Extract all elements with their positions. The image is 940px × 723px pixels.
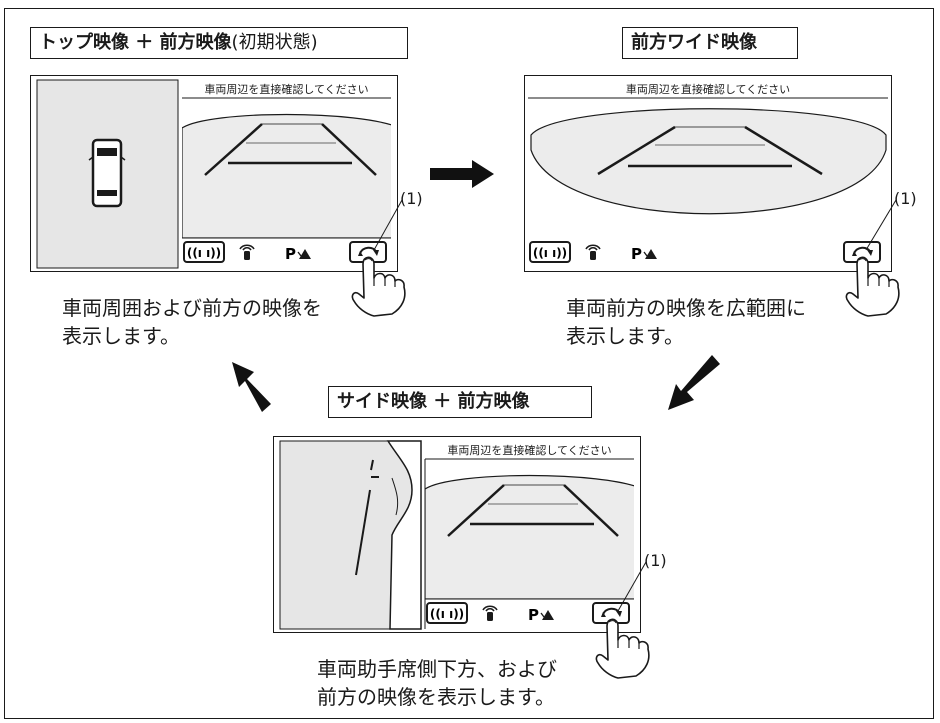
- panel-title-top-front-sub: (初期状態): [231, 32, 318, 53]
- guide-lines-wide: [597, 125, 823, 176]
- callout-label-side-front: (1): [644, 551, 667, 570]
- camera-view-front: [182, 113, 391, 238]
- panel-title-top-front-text: トップ映像 ＋ 前方映像: [39, 32, 232, 53]
- svg-text:P: P: [528, 606, 539, 624]
- callout-label-top-front: (1): [400, 189, 423, 208]
- tapping-hand-icon: [595, 618, 650, 679]
- description-top-front-line2: 表示します。: [62, 324, 180, 348]
- svg-text:P: P: [285, 245, 296, 263]
- parking-sensor-icon[interactable]: [585, 244, 601, 260]
- warning-text-side-front: 車両周辺を直接確認してください: [447, 444, 612, 457]
- description-top-front: 車両周囲および前方の映像を 表示します。: [62, 294, 322, 350]
- camera-view-front-c: [425, 474, 634, 599]
- description-side-front: 車両助手席側下方、および 前方の映像を表示します。: [317, 655, 557, 711]
- vehicle-top-icon: [88, 138, 126, 208]
- svg-text:P: P: [631, 245, 642, 263]
- guide-lines-c: [447, 484, 619, 537]
- park-assist-icon[interactable]: P: [528, 606, 554, 624]
- svg-text:((ı ı)): ((ı ı)): [187, 246, 221, 260]
- description-wide-front-line2: 表示します。: [566, 324, 684, 348]
- description-side-front-line1: 車両助手席側下方、および: [317, 657, 557, 681]
- tapping-hand-icon: [351, 256, 406, 317]
- panel-title-side-front-text: サイド映像 ＋ 前方映像: [337, 391, 530, 412]
- vehicle-side-body: [386, 440, 422, 630]
- description-wide-front-line1: 車両前方の映像を広範囲に: [566, 296, 806, 320]
- diagram-frame: [4, 8, 934, 719]
- sensor-waves-icon[interactable]: ((ı ı)): [529, 241, 571, 263]
- callout-leader-c: [617, 561, 647, 612]
- svg-text:((ı ı)): ((ı ı)): [533, 246, 567, 260]
- callout-label-wide-front: (1): [894, 189, 917, 208]
- arrow-right: [430, 160, 494, 188]
- svg-text:((ı ı)): ((ı ı)): [430, 607, 464, 621]
- description-wide-front: 車両前方の映像を広範囲に 表示します。: [566, 294, 806, 350]
- tapping-hand-icon: [845, 256, 900, 317]
- panel-title-wide-front: 前方ワイド映像: [622, 27, 798, 59]
- guide-lines: [204, 123, 377, 176]
- park-assist-icon[interactable]: P: [285, 245, 311, 263]
- sensor-waves-icon[interactable]: ((ı ı)): [183, 241, 225, 263]
- panel-title-wide-front-text: 前方ワイド映像: [631, 32, 757, 53]
- camera-view-wide: [530, 108, 887, 215]
- warning-text-top-front: 車両周辺を直接確認してください: [204, 83, 369, 96]
- panel-title-top-front: トップ映像 ＋ 前方映像(初期状態): [30, 27, 408, 59]
- warning-text-wide-front: 車両周辺を直接確認してください: [625, 83, 791, 96]
- parking-sensor-icon[interactable]: [239, 244, 255, 260]
- side-guide-line: [355, 459, 379, 576]
- parking-sensor-icon[interactable]: [482, 605, 498, 621]
- arrow-up-left: [232, 362, 271, 412]
- panel-title-side-front: サイド映像 ＋ 前方映像: [328, 386, 592, 418]
- arrow-down-left: [668, 355, 720, 410]
- callout-leader-a: [373, 199, 403, 251]
- sensor-waves-icon[interactable]: ((ı ı)): [426, 602, 468, 624]
- description-top-front-line1: 車両周囲および前方の映像を: [62, 296, 322, 320]
- description-side-front-line2: 前方の映像を表示します。: [317, 685, 555, 709]
- park-assist-icon[interactable]: P: [631, 245, 657, 263]
- view-switch-icon[interactable]: [349, 241, 387, 263]
- callout-leader-b: [865, 199, 897, 251]
